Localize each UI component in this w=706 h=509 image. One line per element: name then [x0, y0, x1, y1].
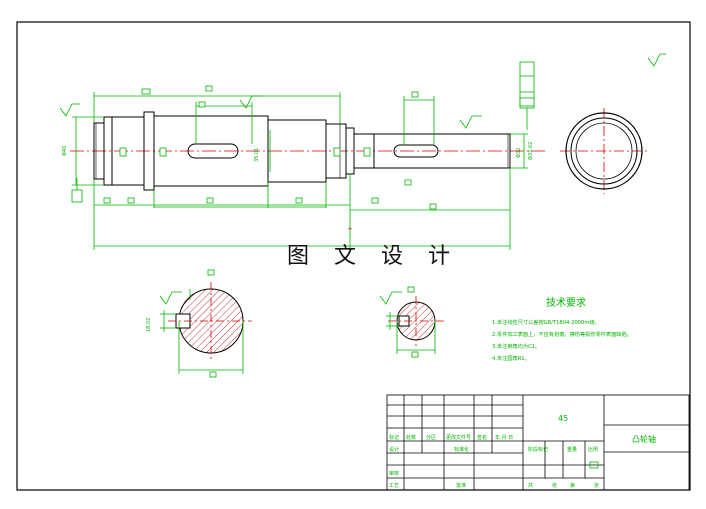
svg-text:审核: 审核 — [389, 470, 399, 477]
svg-text:年.月.日: 年.月.日 — [495, 434, 513, 441]
svg-text:阶段标记: 阶段标记 — [528, 446, 548, 453]
part-name: 凸轮轴 — [632, 434, 656, 444]
scale-box — [589, 461, 599, 469]
svg-text:第: 第 — [570, 482, 575, 489]
tech-req-4: 4.未注圆角R1。 — [492, 354, 530, 362]
svg-text:Φ32: Φ32 — [516, 148, 522, 158]
svg-text:Φ32.02: Φ32.02 — [528, 142, 534, 160]
tech-req-title: 技术要求 — [546, 296, 586, 309]
section-marker: ^ — [347, 227, 353, 235]
section-view-2 — [386, 286, 444, 358]
tech-req-1: 1.未注线性尺寸公差按GB/T1804-2000m级。 — [492, 318, 600, 326]
svg-text:重量: 重量 — [567, 446, 577, 453]
section-view-1 — [160, 269, 252, 378]
shaft-end-view — [560, 108, 648, 194]
shaft-main-view — [70, 111, 545, 191]
svg-text:35.01: 35.01 — [254, 148, 260, 162]
svg-text:工艺: 工艺 — [389, 483, 399, 489]
svg-text:Φ40: Φ40 — [62, 146, 68, 156]
tech-req-3: 3.未注倒角均为C1。 — [492, 342, 540, 350]
svg-text:签名: 签名 — [477, 434, 487, 441]
tech-requirements: 技术要求 1.未注线性尺寸公差按GB/T1804-2000m级。 2.零件加工表… — [492, 296, 632, 362]
svg-text:张: 张 — [552, 482, 557, 489]
svg-text:标准化: 标准化 — [454, 446, 469, 453]
title-block — [386, 394, 690, 491]
dim-labels: Φ40 Φ32 Φ32.02 35.01 18.02 — [62, 142, 534, 332]
svg-text:更改文件号: 更改文件号 — [446, 434, 471, 441]
svg-text:共: 共 — [528, 482, 533, 489]
svg-text:处数: 处数 — [406, 434, 416, 441]
dim-value-boxes — [103, 85, 535, 210]
watermark: 图 文 设 计 — [287, 244, 459, 269]
svg-text:批准: 批准 — [456, 482, 466, 489]
svg-text:标记: 标记 — [389, 434, 399, 441]
svg-text:张: 张 — [594, 482, 599, 489]
svg-text:设计: 设计 — [389, 446, 399, 453]
svg-text:^: ^ — [347, 227, 353, 235]
title-block-labels: 标记 处数 分区 更改文件号 签名 年.月.日 设计 标准化 审核 工艺 批准 … — [389, 414, 656, 489]
svg-text:比例: 比例 — [588, 446, 598, 453]
tech-req-2: 2.零件加工表面上，不应有划痕、擦伤等损伤零件表面缺陷。 — [492, 330, 632, 338]
material: 45 — [558, 414, 568, 423]
svg-text:18.02: 18.02 — [146, 318, 152, 332]
main-view-dimensions — [59, 53, 666, 305]
sheet-border — [16, 21, 691, 491]
svg-text:分区: 分区 — [426, 434, 436, 441]
